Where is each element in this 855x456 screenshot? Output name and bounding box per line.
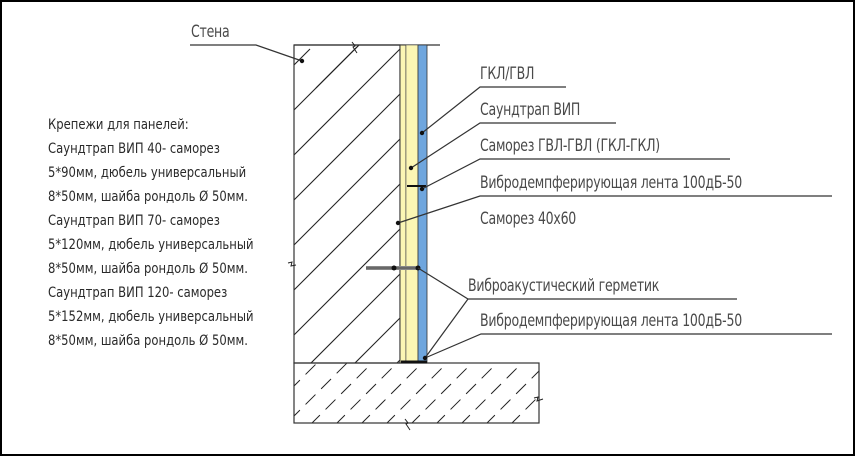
notes-line: 5*152мм, дюбель универсальный — [48, 309, 254, 325]
label-sealant: Виброакустический герметик — [468, 276, 660, 296]
label-gkl-gvl: ГКЛ/ГВЛ — [480, 64, 535, 84]
floor-hatch — [294, 363, 539, 423]
notes-line: 5*90мм, дюбель универсальный — [48, 165, 247, 181]
fastener-notes: Крепежи для панелей: Саундтрап ВИП 40- с… — [48, 113, 254, 353]
label-screw-40x60: Саморез 40х60 — [480, 209, 577, 229]
label-wall: Стена — [191, 22, 230, 42]
notes-line: 8*50мм, шайба рондоль Ø 50мм. — [48, 189, 248, 205]
notes-line: Саундтрап ВИП 70- саморез — [48, 213, 220, 229]
label-screw-gvl: Саморез ГВЛ-ГВЛ (ГКЛ-ГКЛ) — [480, 136, 660, 156]
wall-hatch — [294, 45, 400, 363]
notes-line: Саундтрап ВИП 40- саморез — [48, 141, 220, 157]
notes-line: 8*50мм, шайба рондоль Ø 50мм. — [48, 261, 248, 277]
notes-line: 5*120мм, дюбель универсальный — [48, 237, 254, 253]
leader-lines — [190, 44, 832, 359]
notes-heading: Крепежи для панелей: — [48, 117, 189, 133]
notes-line: Саундтрап ВИП 120- саморез — [48, 285, 228, 301]
label-damping-tape-2: Вибродемпферирующая лента 100дБ-50 — [480, 311, 742, 331]
label-soundtrap-vip: Саундтрап ВИП — [480, 100, 581, 120]
label-damping-tape-1: Вибродемпферирующая лента 100дБ-50 — [480, 173, 742, 193]
notes-line: 8*50мм, шайба рондоль Ø 50мм. — [48, 333, 248, 349]
